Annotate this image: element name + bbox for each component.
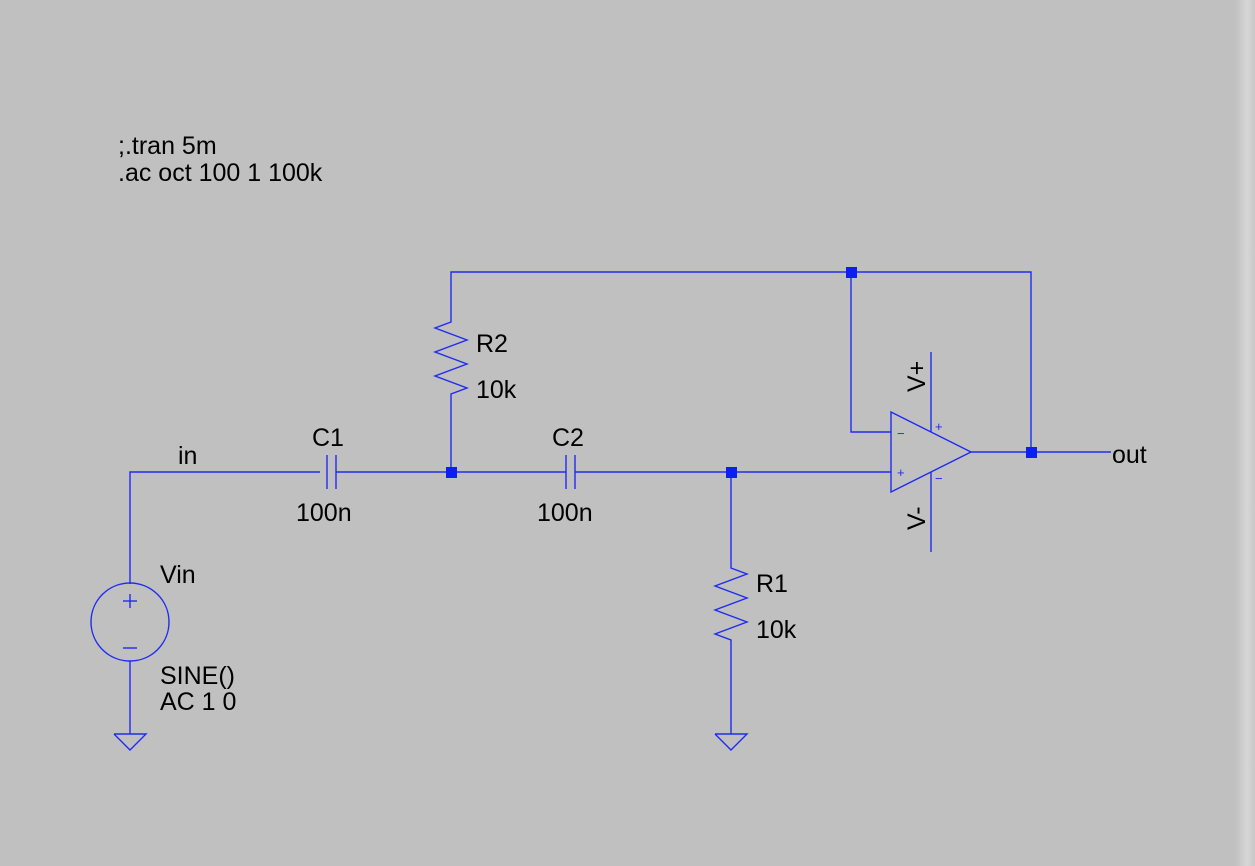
tran-directive[interactable]: ;.tran 5m (118, 132, 217, 160)
vin-plus-icon (123, 594, 137, 608)
c1-name: C1 (312, 424, 344, 452)
opamp-supply-minus-sign: − (935, 471, 943, 486)
vin-name: Vin (160, 561, 196, 589)
vplus-net-label[interactable]: V+ (903, 361, 931, 392)
c2-name: C2 (552, 424, 584, 452)
junction-out-node[interactable] (1026, 447, 1037, 458)
junction-r2-node[interactable] (446, 467, 457, 478)
capacitor-c2[interactable] (565, 455, 576, 489)
opamp-supply-plus-sign: + (935, 419, 943, 434)
resistor-r1[interactable] (713, 562, 749, 645)
r1-value[interactable]: 10k (756, 616, 797, 644)
vin-value-ac[interactable]: AC 1 0 (160, 688, 236, 716)
net-label-in[interactable]: in (178, 442, 197, 470)
wire-feedback-top[interactable] (450, 271, 1032, 452)
ac-directive[interactable]: .ac oct 100 1 100k (118, 159, 323, 187)
ground-icon-vin[interactable] (113, 733, 148, 751)
junction-r1-node[interactable] (726, 467, 737, 478)
capacitor-c1[interactable] (326, 455, 337, 489)
opamp-plus-sign: + (897, 465, 905, 480)
vminus-net-label[interactable]: V- (903, 506, 931, 530)
resistor-r2[interactable] (433, 320, 469, 400)
wire-in[interactable] (129, 471, 320, 584)
wire-feedback-inv[interactable] (850, 272, 891, 433)
r1-name: R1 (756, 570, 788, 598)
ground-icon-r1[interactable] (714, 733, 749, 751)
r2-name: R2 (476, 330, 508, 358)
junction-feedback-top[interactable] (846, 267, 857, 278)
window-edge (1235, 0, 1255, 866)
r2-value[interactable]: 10k (476, 376, 517, 404)
c1-value[interactable]: 100n (296, 499, 352, 527)
net-label-out[interactable]: out (1112, 441, 1147, 469)
opamp-minus-sign: − (897, 426, 905, 441)
vin-value-sine[interactable]: SINE() (160, 662, 235, 690)
c2-value[interactable]: 100n (537, 499, 593, 527)
